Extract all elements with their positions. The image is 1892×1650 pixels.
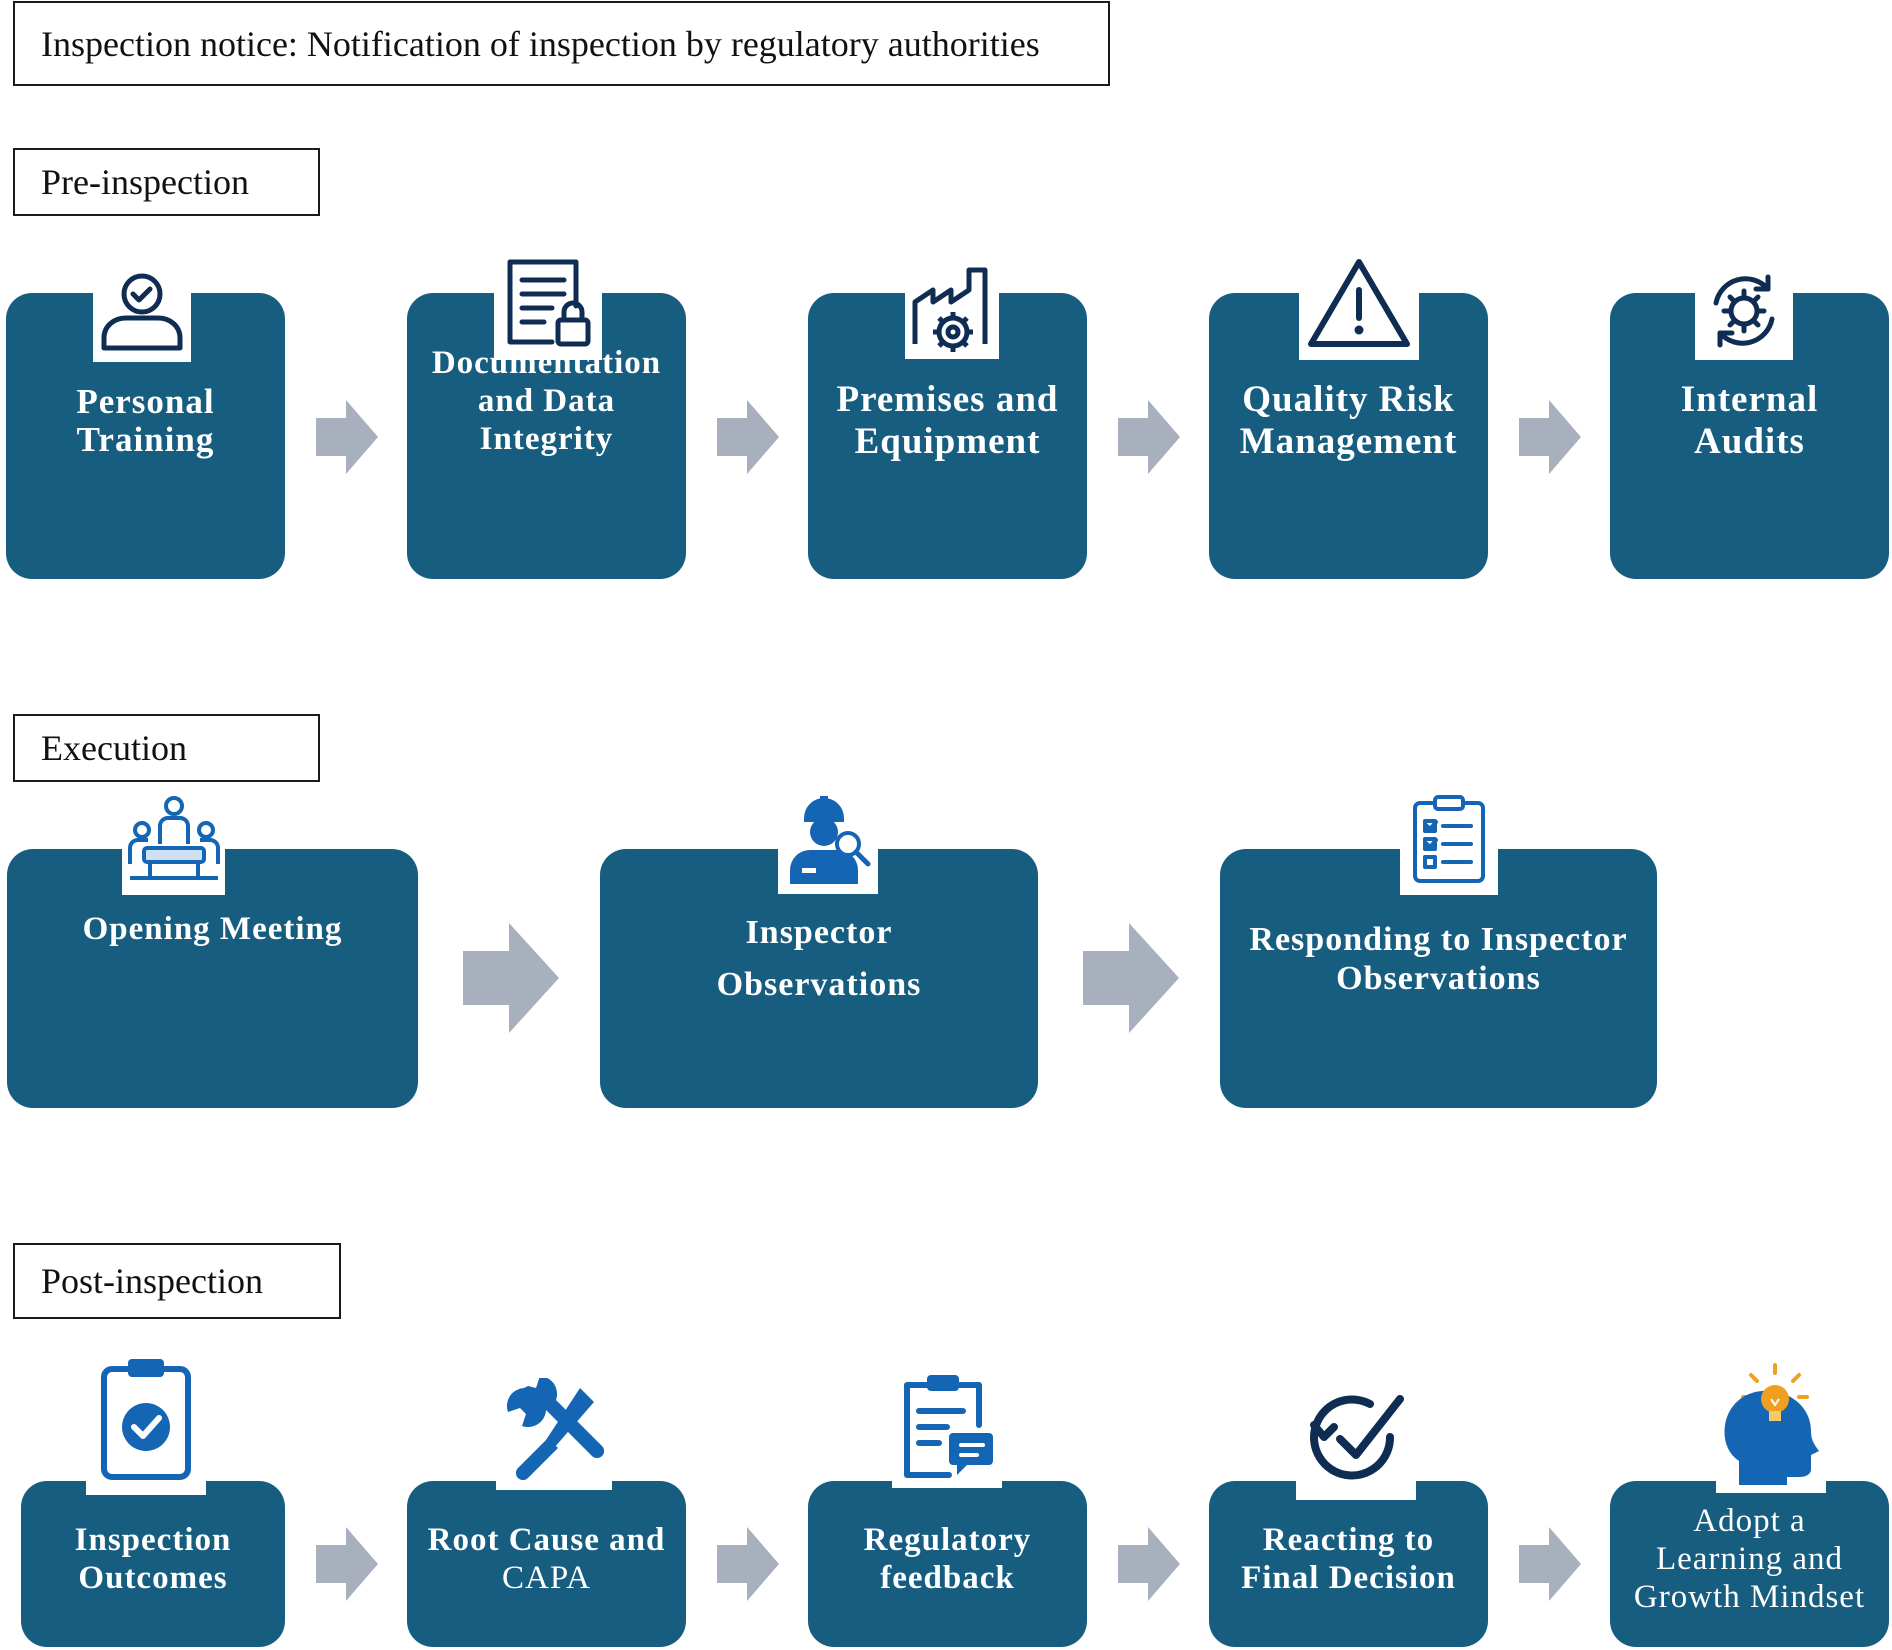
clipboard-chat-icon-box bbox=[892, 1363, 1002, 1488]
flow-arrow bbox=[1118, 400, 1180, 474]
checklist-clipboard-icon bbox=[1413, 795, 1485, 883]
factory-gear-icon-box bbox=[905, 256, 999, 359]
flow-arrow bbox=[1519, 400, 1581, 474]
head-lightbulb-icon-box bbox=[1716, 1361, 1826, 1493]
flow-arrow bbox=[316, 1527, 378, 1601]
section-label-text: Execution bbox=[41, 728, 187, 768]
step-reacting-final-decision: Reacting to Final Decision bbox=[1209, 1481, 1488, 1647]
section-label-execution: Execution bbox=[13, 714, 320, 782]
step-label-capa: CAPA bbox=[501, 1560, 591, 1596]
flow-arrow bbox=[316, 400, 378, 474]
flow-arrow bbox=[463, 923, 559, 1033]
wrench-screwdriver-icon-box bbox=[496, 1370, 612, 1490]
head-lightbulb-icon bbox=[1724, 1363, 1819, 1485]
step-label: Root Cause and bbox=[427, 1522, 666, 1558]
flow-arrow bbox=[717, 400, 779, 474]
section-label-text: Pre-inspection bbox=[41, 162, 249, 202]
step-label: Quality Risk Management bbox=[1239, 379, 1458, 462]
flow-arrow bbox=[1118, 1527, 1180, 1601]
warning-triangle-icon bbox=[1308, 259, 1410, 347]
flow-arrow bbox=[1083, 923, 1179, 1033]
section-label-pre-inspection: Pre-inspection bbox=[13, 148, 320, 216]
inspection-notice-text: Inspection notice: Notification of inspe… bbox=[41, 23, 1040, 64]
flow-arrow bbox=[1519, 1527, 1581, 1601]
step-regulatory-feedback: Regulatory feedback bbox=[808, 1481, 1087, 1647]
step-label: Adopt a Learning and Growth Mindset bbox=[1633, 1503, 1866, 1615]
clipboard-check-icon bbox=[101, 1359, 191, 1480]
step-label: Personal Training bbox=[76, 382, 215, 459]
inspector-magnifier-icon-box bbox=[778, 782, 878, 894]
section-label-text: Post-inspection bbox=[41, 1261, 263, 1301]
step-label: Reacting to Final Decision bbox=[1241, 1522, 1456, 1596]
document-lock-icon-box bbox=[494, 248, 602, 360]
step-label: Documentation and Data Integrity bbox=[431, 345, 662, 457]
step-label: Premises and Equipment bbox=[836, 379, 1059, 462]
step-label: Inspection Outcomes bbox=[74, 1522, 232, 1596]
circle-checkmark-icon-box bbox=[1296, 1374, 1416, 1500]
cycle-gear-icon bbox=[1713, 274, 1775, 348]
inspector-magnifier-icon bbox=[790, 796, 871, 884]
clipboard-check-icon-box bbox=[86, 1343, 206, 1495]
step-label: Regulatory feedback bbox=[863, 1522, 1032, 1596]
warning-triangle-icon-box bbox=[1299, 248, 1419, 360]
step-inspection-outcomes: Inspection Outcomes bbox=[21, 1481, 285, 1647]
inspection-notice: Inspection notice: Notification of inspe… bbox=[13, 1, 1110, 86]
step-root-cause-capa: Root Cause and CAPA bbox=[407, 1481, 686, 1647]
wrench-screwdriver-icon bbox=[506, 1378, 605, 1481]
cycle-gear-icon-box bbox=[1695, 262, 1793, 360]
step-growth-mindset: Adopt a Learning and Growth Mindset bbox=[1610, 1481, 1889, 1647]
step-label: Responding to Inspector Observations bbox=[1249, 920, 1628, 997]
checklist-clipboard-icon-box bbox=[1400, 783, 1498, 895]
person-check-icon bbox=[101, 273, 183, 351]
step-label: Internal Audits bbox=[1680, 379, 1819, 462]
circle-checkmark-icon bbox=[1310, 1395, 1404, 1480]
clipboard-chat-icon bbox=[904, 1374, 993, 1478]
step-label: Opening Meeting bbox=[82, 910, 343, 947]
factory-gear-icon bbox=[912, 267, 988, 352]
person-check-icon-box bbox=[93, 262, 191, 362]
meeting-table-icon bbox=[127, 796, 220, 880]
flow-arrow bbox=[717, 1527, 779, 1601]
step-label: Inspector Observations bbox=[716, 913, 922, 1003]
meeting-table-icon-box bbox=[122, 785, 225, 895]
section-label-post-inspection: Post-inspection bbox=[13, 1243, 341, 1319]
document-lock-icon bbox=[507, 259, 591, 347]
